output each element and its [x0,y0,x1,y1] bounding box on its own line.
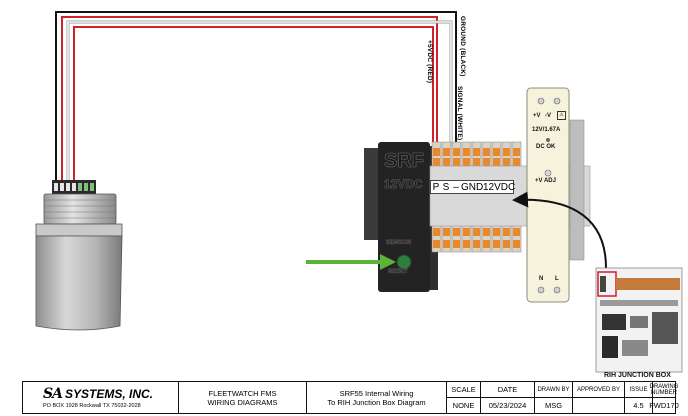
srf-brand: SRF [384,150,425,173]
reset-label-top: SENSOR [386,240,412,246]
ultrasonic-sensor [35,180,123,331]
scale-cell: SCALE NONE [447,382,481,413]
approved-by-value [573,398,624,413]
drawing-number-value: FWD170 [649,401,679,410]
drawing-number-header: DRAWING NUMBER [650,382,678,398]
ground-wire-label: GROUND (BLACK) [459,16,466,77]
psu-warning-icon: ⚠ [557,111,566,120]
reset-pointer-arrow [306,254,396,270]
psu-n: N [539,276,544,282]
terminal-s: S [442,181,450,193]
project-cell: FLEETWATCH FMS WIRING DIAGRAMS [179,382,307,413]
reset-button [396,254,412,270]
title-block: SA SYSTEMS, INC. PO BOX 1928 Rockwall TX… [22,381,679,414]
terminal-gnd: GND [461,181,484,193]
project-line-2: WIRING DIAGRAMS [207,397,278,407]
psu-dc-ok: DC OK [536,144,556,150]
company-cell: SA SYSTEMS, INC. PO BOX 1928 Rockwall TX… [23,382,179,413]
terminal-12vdc: 12VDC [483,181,516,193]
psu-rating: 12V/1.67A [532,127,561,133]
red-wire-2 [73,26,434,182]
psu-minus-v: -V [545,113,551,119]
power-supply [526,87,585,303]
psu-plus-v: +V [533,113,541,119]
junction-box-label: RIH JUNCTION BOX [604,372,671,379]
srf-voltage: 12VDC [384,177,423,192]
project-line-1: FLEETWATCH FMS [208,388,277,398]
power-wire-label: +5VDC (RED) [426,40,433,84]
company-name: SYSTEMS, INC. [64,387,153,401]
psu-v-adj: +V ADJ [535,178,556,184]
terminal-label-strip: P S – GND 12VDC [430,180,516,194]
sensor-pins [54,183,94,191]
rih-junction-box [595,267,683,373]
reset-label-bottom: RESET [388,269,409,275]
description-line-2: To RIH Junction Box Diagram [327,397,426,407]
issue-value: 4.5 [633,401,644,410]
description-line-1: SRF55 Internal Wiring [339,388,414,398]
scale-value: NONE [452,401,475,410]
issue-cell: ISSUE 4.5 [625,382,653,413]
wiring-diagram [35,11,683,373]
terminal-minus: – [453,181,459,193]
psu-l: L [555,276,559,282]
issue-header: ISSUE [625,382,652,398]
junction-signal-arrow [512,191,607,269]
drawn-by-value: MSG [544,401,563,410]
power-wire [61,16,438,182]
srf-module [364,142,438,292]
date-value: 05/23/2024 [488,401,527,410]
signal-wire [67,21,452,182]
terminal-p: P [432,181,440,193]
approved-by-cell: APPROVED BY [573,382,625,413]
company-address: PO BOX 1928 Rockwall TX 75032-2028 [43,403,141,409]
drawn-by-cell: DRAWN BY MSG [535,382,573,413]
approved-by-header: APPROVED BY [573,382,624,398]
drawing-number-cell: DRAWING NUMBER FWD170 [649,382,679,413]
description-cell: SRF55 Internal Wiring To RIH Junction Bo… [307,382,447,413]
scale-header: SCALE [447,382,480,398]
wire-bundle [55,11,457,182]
signal-wire-label: SIGNAL (WHITE) [456,86,463,141]
drawn-by-header: DRAWN BY [535,382,572,398]
date-header: DATE [481,382,534,398]
company-logo: SA [43,386,63,402]
ground-wire [55,11,457,182]
date-cell: DATE 05/23/2024 [481,382,535,413]
